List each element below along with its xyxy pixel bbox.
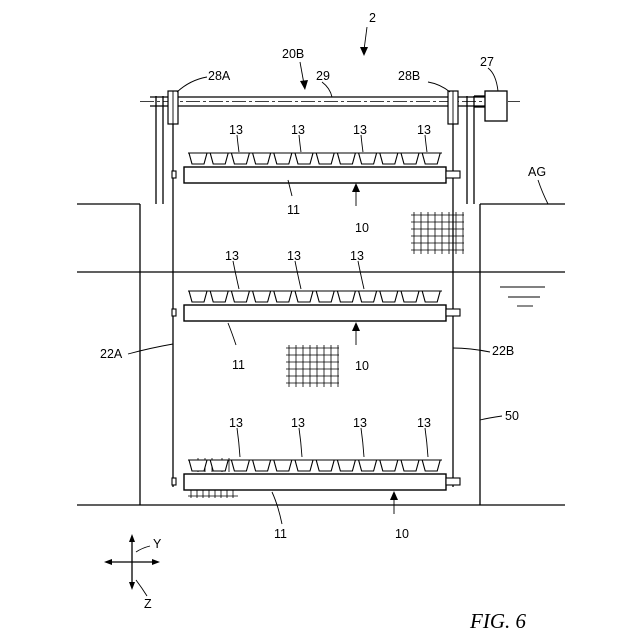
- tray-pin: [446, 309, 460, 316]
- pot: [189, 153, 207, 164]
- label-carrier-middle: 10: [355, 359, 369, 373]
- tray-pin: [172, 171, 176, 178]
- pot: [210, 460, 228, 471]
- label-ground: AG: [528, 165, 546, 179]
- pot: [401, 460, 419, 471]
- pot: [380, 460, 398, 471]
- pot: [422, 153, 440, 164]
- label-pot: 13: [353, 416, 367, 430]
- label-pot: 13: [350, 249, 364, 263]
- figure-caption: FIG. 6: [469, 609, 526, 633]
- label-chain-22a: 22A: [100, 347, 123, 361]
- label-pot: 13: [229, 123, 243, 137]
- pot: [316, 460, 334, 471]
- mesh-pattern-middle: [286, 345, 339, 387]
- label-pit: 50: [505, 409, 519, 423]
- tray-frame: [184, 305, 446, 321]
- pot: [274, 153, 292, 164]
- pot: [189, 291, 207, 302]
- pot: [316, 153, 334, 164]
- label-frame-bottom: 11: [274, 527, 287, 541]
- label-drive-unit: 20B: [282, 47, 304, 61]
- label-pot: 13: [353, 123, 367, 137]
- carrier-bottom: [172, 460, 460, 490]
- label-pot: 13: [417, 416, 431, 430]
- label-pulley-28a: 28A: [208, 69, 231, 83]
- pot: [337, 153, 355, 164]
- tray-pin: [446, 478, 460, 485]
- pot: [274, 460, 292, 471]
- label-pot: 13: [287, 249, 301, 263]
- pot: [316, 291, 334, 302]
- axis-indicator: [104, 534, 160, 596]
- pot: [231, 291, 249, 302]
- axis-label-z: Z: [144, 597, 152, 611]
- tray-pin: [446, 171, 460, 178]
- axis-label-y: Y: [153, 537, 162, 551]
- tray-frame: [184, 167, 446, 183]
- carrier-upper: [172, 153, 460, 183]
- pot: [295, 291, 313, 302]
- label-pot: 13: [291, 416, 305, 430]
- label-pot: 13: [291, 123, 305, 137]
- pot: [253, 460, 271, 471]
- label-pot: 13: [229, 416, 243, 430]
- pot: [295, 460, 313, 471]
- pulley-28b: [448, 91, 458, 124]
- pot: [380, 291, 398, 302]
- pot: [337, 460, 355, 471]
- label-shaft: 29: [316, 69, 330, 83]
- pot: [274, 291, 292, 302]
- label-frame-upper: 11: [287, 203, 300, 217]
- pot: [295, 153, 313, 164]
- label-carrier-upper: 10: [355, 221, 369, 235]
- tray-frame: [184, 474, 446, 490]
- mesh-pattern-upper: [411, 212, 464, 254]
- arrowheads: [300, 47, 398, 500]
- tray-pin: [172, 309, 176, 316]
- pot: [253, 153, 271, 164]
- support-post-right: [467, 96, 474, 204]
- pot: [401, 153, 419, 164]
- pot: [337, 291, 355, 302]
- tray-pin: [172, 478, 176, 485]
- label-chain-22b: 22B: [492, 344, 514, 358]
- label-carrier-bottom: 10: [395, 527, 409, 541]
- label-pot: 13: [225, 249, 239, 263]
- label-motor: 27: [480, 55, 494, 69]
- drive-shaft: [140, 97, 520, 106]
- pot: [401, 291, 419, 302]
- pot: [231, 153, 249, 164]
- pot: [231, 460, 249, 471]
- label-pot: 13: [417, 123, 431, 137]
- pot: [380, 153, 398, 164]
- pot: [359, 460, 377, 471]
- pot: [210, 153, 228, 164]
- label-pulley-28b: 28B: [398, 69, 420, 83]
- pot: [210, 291, 228, 302]
- pot: [422, 291, 440, 302]
- support-post-left: [156, 96, 163, 204]
- carrier-middle: [172, 291, 460, 321]
- pot: [253, 291, 271, 302]
- pot: [359, 291, 377, 302]
- label-device: 2: [369, 11, 376, 25]
- pot: [359, 153, 377, 164]
- label-frame-middle: 11: [232, 358, 245, 372]
- pot: [422, 460, 440, 471]
- pulley-28a: [168, 91, 178, 124]
- pot: [189, 460, 207, 471]
